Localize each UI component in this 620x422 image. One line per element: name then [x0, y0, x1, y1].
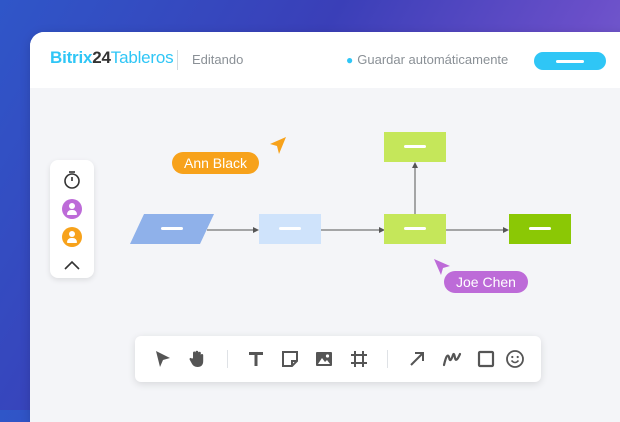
user-icon	[62, 227, 82, 247]
chevron-up-icon[interactable]	[61, 254, 83, 276]
pointer-icon[interactable]	[153, 349, 173, 369]
sticky-note-icon[interactable]	[280, 349, 300, 369]
user-avatar-purple[interactable]	[61, 198, 83, 220]
frame-icon[interactable]	[349, 349, 369, 369]
emoji-icon[interactable]	[505, 349, 525, 369]
board-window: Bitrix24Tableros Editando ●Guardar autom…	[30, 32, 620, 422]
text-icon[interactable]	[246, 349, 266, 369]
image-icon[interactable]	[314, 349, 334, 369]
toolbar-divider	[387, 350, 388, 368]
top-node[interactable]	[384, 132, 446, 162]
decision-node[interactable]	[384, 214, 446, 244]
save-button[interactable]	[534, 52, 606, 70]
collaborator-label-joe: Joe Chen	[444, 271, 528, 293]
diagram-connectors	[207, 162, 509, 233]
status-dot-icon: ●	[346, 53, 354, 67]
collaborator-label-ann: Ann Black	[172, 152, 260, 174]
autosave-status: ●Guardar automáticamente	[346, 52, 508, 67]
cursor-orange-icon	[270, 137, 286, 154]
toolbar-divider	[227, 350, 228, 368]
collaborators-panel	[50, 160, 94, 278]
hand-icon[interactable]	[187, 349, 207, 369]
end-node[interactable]	[509, 214, 571, 244]
header-divider	[177, 50, 178, 70]
header-bar: Bitrix24Tableros Editando ●Guardar autom…	[30, 32, 620, 88]
user-icon	[62, 199, 82, 219]
timer-icon[interactable]	[61, 169, 83, 191]
app-logo[interactable]: Bitrix24Tableros	[50, 48, 174, 67]
cursor-purple-icon	[434, 259, 450, 275]
autosave-label: Guardar automáticamente	[357, 52, 509, 67]
user-avatar-orange[interactable]	[61, 226, 83, 248]
process-node[interactable]	[259, 214, 321, 244]
bottom-toolbar	[135, 336, 541, 382]
pen-icon[interactable]	[442, 349, 462, 369]
button-placeholder-bar	[556, 60, 584, 63]
shape-icon[interactable]	[476, 349, 496, 369]
input-parallelogram[interactable]	[130, 214, 214, 244]
mode-label: Editando	[192, 52, 244, 67]
arrow-icon[interactable]	[407, 349, 427, 369]
